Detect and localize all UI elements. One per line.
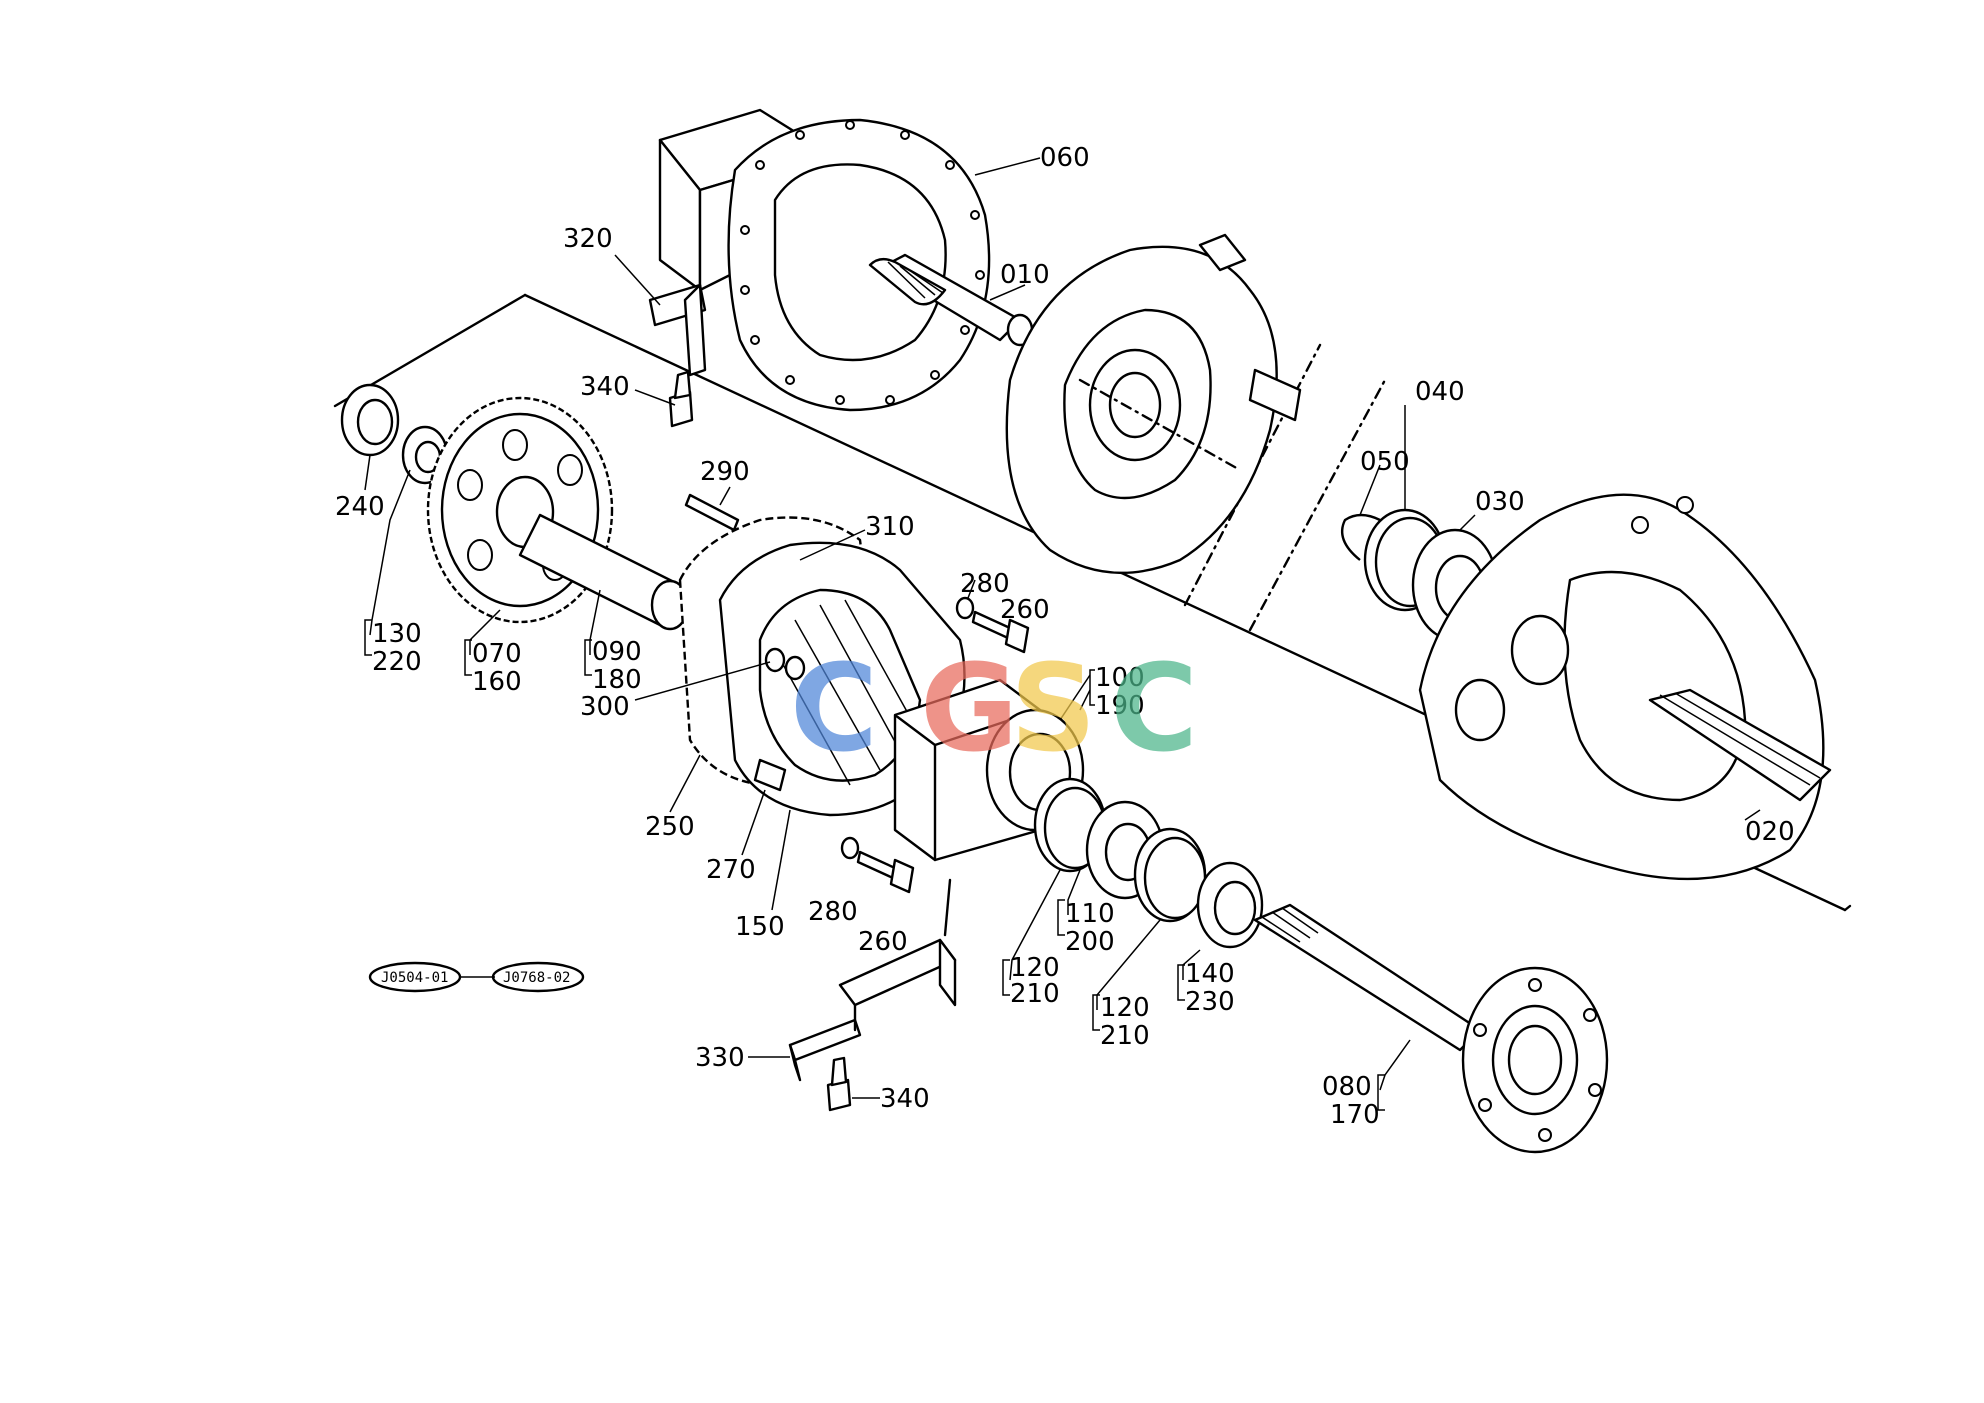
label-160: 160 xyxy=(472,667,522,697)
label-320: 320 xyxy=(563,224,613,254)
bolt-part xyxy=(840,836,915,894)
bolt-part xyxy=(955,596,1030,654)
label-280-bottom: 280 xyxy=(808,897,858,927)
label-100: 100 xyxy=(1095,663,1145,693)
mount-bracket-part xyxy=(648,283,707,377)
label-260-top: 260 xyxy=(1000,595,1050,625)
mount-bracket-part xyxy=(788,938,957,1082)
label-010: 010 xyxy=(1000,260,1050,290)
label-180: 180 xyxy=(592,665,642,695)
watermark-letter: C xyxy=(1110,640,1198,779)
label-230: 230 xyxy=(1185,987,1235,1017)
label-190: 190 xyxy=(1095,691,1145,721)
label-120-right: 120 xyxy=(1100,993,1150,1023)
label-290: 290 xyxy=(700,457,750,487)
oil-seal-part xyxy=(1196,861,1264,949)
label-250: 250 xyxy=(645,812,695,842)
label-120-left: 120 xyxy=(1010,953,1060,983)
input-shaft-part xyxy=(868,253,1034,347)
label-070: 070 xyxy=(472,639,522,669)
bolt-part xyxy=(826,1056,852,1112)
label-170: 170 xyxy=(1330,1100,1380,1130)
reference-code-2: J0768-02 xyxy=(503,970,570,986)
label-020: 020 xyxy=(1745,817,1795,847)
label-210-left: 210 xyxy=(1010,979,1060,1009)
label-140: 140 xyxy=(1185,959,1235,989)
label-220: 220 xyxy=(372,647,422,677)
snap-ring-part xyxy=(1133,827,1207,923)
label-040: 040 xyxy=(1415,377,1465,407)
label-340-bottom: 340 xyxy=(880,1084,930,1114)
transmission-case-part xyxy=(1005,233,1302,575)
bell-housing-part xyxy=(658,108,991,412)
oil-seal-part xyxy=(340,383,400,457)
label-030: 030 xyxy=(1475,487,1525,517)
label-310: 310 xyxy=(865,512,915,542)
label-130: 130 xyxy=(372,619,422,649)
reference-oval xyxy=(491,961,585,993)
reference-codes: J0504-01 J0768-02 xyxy=(368,961,585,993)
label-340-top: 340 xyxy=(580,372,630,402)
label-150: 150 xyxy=(735,912,785,942)
flange-bolt-holes xyxy=(740,120,985,405)
label-240: 240 xyxy=(335,492,385,522)
label-330: 330 xyxy=(695,1043,745,1073)
label-260-bottom: 260 xyxy=(858,927,908,957)
watermark-logo: C G S C xyxy=(790,640,1198,779)
leader-lines xyxy=(364,157,1761,1099)
rear-case-part xyxy=(1418,493,1832,881)
hollow-shaft-part xyxy=(518,513,690,631)
label-050: 050 xyxy=(1360,447,1410,477)
label-210-right: 210 xyxy=(1100,1021,1150,1051)
label-300: 300 xyxy=(580,692,630,722)
bracket-leader xyxy=(943,878,952,937)
label-200: 200 xyxy=(1065,927,1115,957)
washer-part xyxy=(764,647,806,681)
circlip-part xyxy=(1340,513,1381,561)
label-280-top: 280 xyxy=(960,569,1010,599)
label-brackets xyxy=(364,619,1385,1111)
label-080: 080 xyxy=(1322,1072,1372,1102)
bolt-part xyxy=(753,758,787,792)
bolt-part xyxy=(668,370,694,428)
label-270: 270 xyxy=(706,855,756,885)
part-labels: 060 010 320 340 290 240 310 280 260 040 … xyxy=(335,143,1795,1130)
watermark-letter: C xyxy=(790,640,878,779)
label-090: 090 xyxy=(592,637,642,667)
reference-code-1: J0504-01 xyxy=(381,970,448,986)
watermark-letter: S xyxy=(1010,640,1096,779)
watermark-letter: G xyxy=(920,640,1019,779)
axle-shaft-part xyxy=(1253,903,1609,1154)
label-060: 060 xyxy=(1040,143,1090,173)
pin-part xyxy=(684,493,740,532)
label-110: 110 xyxy=(1065,899,1115,929)
